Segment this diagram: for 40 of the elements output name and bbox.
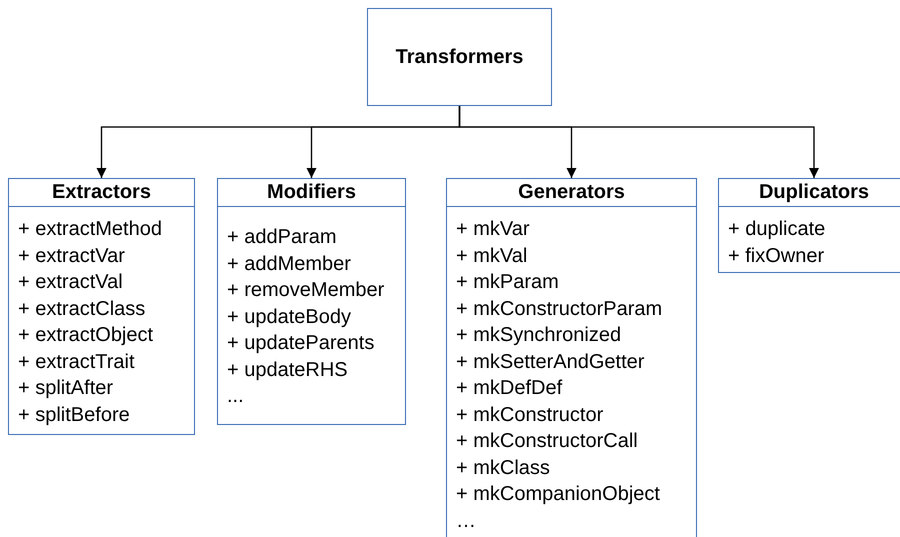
- method-name: + mkConstructor: [456, 402, 604, 428]
- method-name: + extractMethod: [18, 217, 163, 242]
- method-name: + addParam: [227, 225, 338, 250]
- class-name: Generators: [447, 179, 696, 207]
- method-name: + updateRHS: [227, 358, 349, 382]
- method-name: + duplicate: [728, 217, 826, 242]
- method-name: + extractTrait: [18, 350, 136, 374]
- class-name: Modifiers: [218, 179, 405, 207]
- method-name: + mkClass: [456, 456, 551, 480]
- method-name: …: [456, 508, 477, 534]
- method-name: + mkVal: [456, 244, 528, 268]
- method-name: + splitAfter: [18, 376, 114, 401]
- method-name: + extractVal: [18, 270, 124, 295]
- method-name: + mkCompanionObject: [456, 482, 661, 507]
- method-name: + mkSetterAndGetter: [456, 350, 646, 374]
- method-name: + extractVar: [18, 244, 126, 268]
- class-box: [446, 178, 697, 537]
- method-name: + mkSynchronized: [456, 323, 622, 348]
- method-name: + updateParents: [227, 331, 376, 356]
- method-name: ...: [227, 384, 245, 409]
- class-box: [8, 178, 195, 435]
- method-name: + fixOwner: [728, 244, 826, 268]
- class-name: Duplicators: [719, 179, 900, 207]
- root-box: [367, 8, 552, 106]
- class-name: Extractors: [9, 179, 194, 207]
- method-name: + updateBody: [227, 304, 352, 330]
- root-title: Transformers: [396, 46, 524, 68]
- method-name: + extractObject: [18, 323, 154, 348]
- method-name: + mkParam: [456, 270, 560, 295]
- method-name: + splitBefore: [18, 402, 131, 428]
- method-name: + mkDefDef: [456, 376, 564, 401]
- connector-arrow: [458, 106, 819, 178]
- method-name: + mkVar: [456, 217, 531, 242]
- method-name: + extractClass: [18, 296, 146, 322]
- method-name: + mkConstructorCall: [456, 429, 639, 454]
- method-name: + addMember: [227, 252, 352, 276]
- method-name: + removeMember: [227, 278, 386, 303]
- class-box: [217, 178, 406, 425]
- class-box: [718, 178, 900, 273]
- method-name: + mkConstructorParam: [456, 296, 664, 322]
